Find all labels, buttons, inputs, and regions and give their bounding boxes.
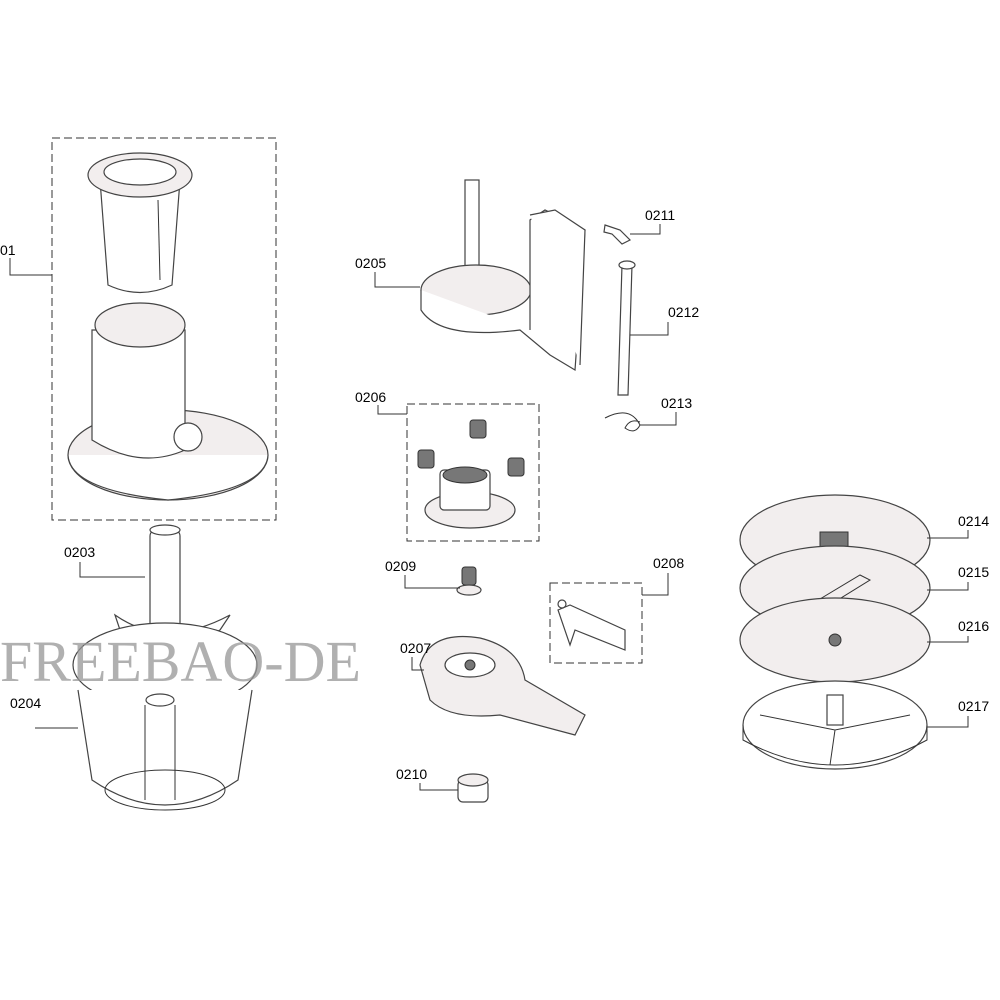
part-label-0212: 0212 xyxy=(668,304,700,320)
part-label-0207: 0207 xyxy=(400,640,432,656)
part-label-0211: 0211 xyxy=(645,207,676,223)
part-label-0205: 0205 xyxy=(355,255,387,271)
drive-housing-part xyxy=(419,635,586,736)
watermark: FREEBAO-DE xyxy=(0,629,361,694)
mixing-bowl-part xyxy=(72,622,258,811)
gear-assembly-part xyxy=(417,419,525,529)
leader-lines xyxy=(9,224,969,791)
spring-part xyxy=(604,412,641,432)
part-label-0204: 0204 xyxy=(10,695,42,711)
part-label-0215: 0215 xyxy=(958,564,990,580)
part-label-0201: 01 xyxy=(0,242,16,258)
part-label-0216: 0216 xyxy=(958,618,990,634)
part-label-0217: 0217 xyxy=(958,698,990,714)
coupling-part xyxy=(457,773,489,803)
pusher-part xyxy=(87,152,193,294)
assembly-group-box-01 xyxy=(51,137,277,521)
part-label-0213: 0213 xyxy=(661,395,693,411)
part-label-0209: 0209 xyxy=(385,558,417,574)
disc-carrier-part xyxy=(742,680,928,770)
part-label-0208: 0208 xyxy=(653,555,685,571)
bracket-part xyxy=(557,599,626,651)
drive-arm-part xyxy=(420,179,586,372)
assembly-group-box-0206 xyxy=(406,403,540,542)
part-label-0203: 0203 xyxy=(64,544,96,560)
lid-feed-tube-part xyxy=(67,302,269,501)
part-label-0214: 0214 xyxy=(958,513,990,529)
part-label-0206: 0206 xyxy=(355,389,387,405)
clip-part xyxy=(603,224,632,245)
shredding-disc-part xyxy=(739,597,931,683)
assembly-group-box-0208 xyxy=(549,582,643,664)
part-label-0210: 0210 xyxy=(396,766,428,782)
small-gear-part xyxy=(456,566,482,596)
rod-part xyxy=(617,260,636,396)
